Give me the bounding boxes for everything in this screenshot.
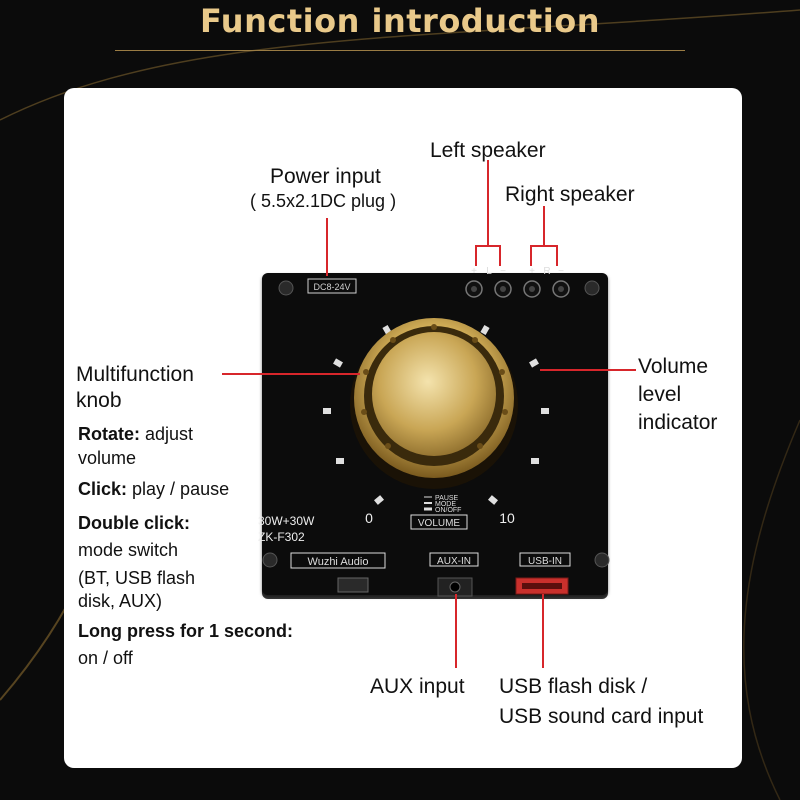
left-minus-mark: − xyxy=(500,266,506,277)
usb-input-label-line1: USB flash disk / xyxy=(499,675,648,698)
legend-onoff: ON/OFF xyxy=(435,507,461,514)
volume-print: VOLUME xyxy=(418,518,461,529)
power-input-label: Power input xyxy=(270,165,381,188)
click-key: Click: xyxy=(78,479,128,499)
right-minus-mark: − xyxy=(558,266,564,277)
brand-print: Wuzhi Audio xyxy=(308,556,369,568)
power-print: DC8-24V xyxy=(313,282,350,292)
right-channel-mark: R xyxy=(543,266,550,277)
rotate-instruction-cont: volume xyxy=(78,448,137,468)
brand-print-box xyxy=(290,552,386,569)
usb-print: USB-IN xyxy=(528,556,562,567)
rotate-value: adjust xyxy=(140,424,194,444)
double-click-value-3: disk, AUX) xyxy=(78,591,163,611)
scale-max-label: 10 xyxy=(499,510,515,526)
callout-lines xyxy=(222,160,636,668)
legend-pause: PAUSE xyxy=(435,495,459,502)
legend-mode: MODE xyxy=(435,501,456,508)
aux-print: AUX-IN xyxy=(437,556,471,567)
knob-label-line1: Multifunction xyxy=(76,363,194,386)
left-speaker-label: Left speaker xyxy=(430,139,546,162)
multifunction-knob[interactable] xyxy=(350,318,518,489)
long-press-key: Long press for 1 second: xyxy=(78,621,294,641)
volume-indicator-line3: indicator xyxy=(638,411,718,434)
right-speaker-label: Right speaker xyxy=(505,183,635,206)
model-power: 30W+30W xyxy=(258,514,315,528)
long-press-value: on / off xyxy=(78,648,133,668)
power-print-box xyxy=(307,278,357,294)
knob-label-line2: knob xyxy=(76,389,122,412)
power-switch[interactable] xyxy=(337,577,369,593)
button-legend xyxy=(424,496,432,511)
left-plus-mark: + xyxy=(471,266,477,277)
scale-min-label: 0 xyxy=(365,510,373,526)
double-click-value: mode switch xyxy=(78,540,179,560)
double-click-value-2: (BT, USB flash xyxy=(78,568,196,588)
left-channel-mark: L xyxy=(486,266,492,277)
double-click-key: Double click: xyxy=(78,513,191,533)
screw-icon xyxy=(262,280,610,568)
usb-input-label-line2: USB sound card input xyxy=(499,705,704,728)
volume-led-icon xyxy=(323,321,549,505)
rotate-instruction: Rotate: adjust xyxy=(78,422,193,446)
aux-input-label: AUX input xyxy=(370,675,465,698)
aux-print-box xyxy=(429,552,479,567)
volume-indicator-line1: Volume xyxy=(638,355,709,378)
right-plus-mark: + xyxy=(529,266,535,277)
volume-indicator-line2: level xyxy=(638,383,682,406)
click-value: play / pause xyxy=(127,479,230,499)
page-title: Function introduction xyxy=(200,2,600,40)
model-number: ZK-F302 xyxy=(258,530,305,544)
usb-print-box xyxy=(519,552,571,567)
volume-print-box xyxy=(410,514,468,530)
title-divider xyxy=(115,50,685,51)
rotate-key: Rotate: xyxy=(78,424,140,444)
speaker-terminals xyxy=(465,280,570,298)
power-input-sublabel: ( 5.5x2.1DC plug ) xyxy=(250,191,397,211)
click-instruction: Click: play / pause xyxy=(78,477,229,501)
